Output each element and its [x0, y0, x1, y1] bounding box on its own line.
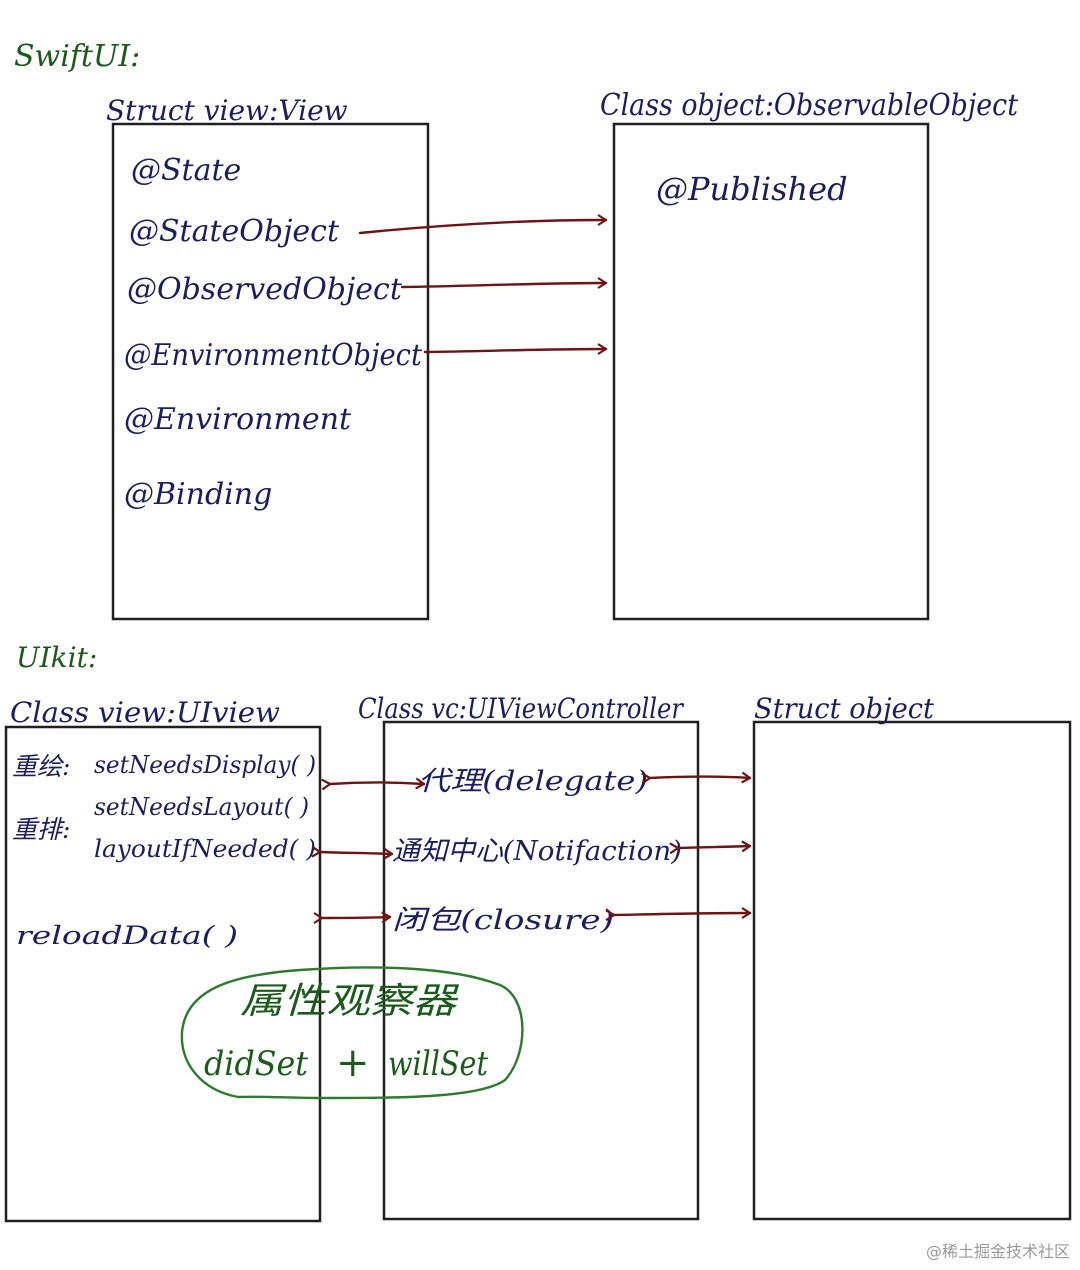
arrow-view-vc-notification — [320, 852, 394, 854]
property-observer-didset: didSet — [204, 1044, 308, 1084]
swiftui-object-title: Class object:ObservableObject — [600, 88, 1019, 123]
swiftui-view-title: Struct view:View — [106, 94, 348, 127]
swiftui-view-item-stateobject: @StateObject — [129, 214, 340, 249]
swiftui-view-item-observedobject: @ObservedObject — [127, 272, 403, 307]
uikit-redraw-label: 重绘: — [12, 752, 70, 781]
swiftui-view-item-binding: @Binding — [124, 477, 272, 512]
swiftui-view-item-environmentobject: @EnvironmentObject — [124, 338, 423, 373]
arrow-vc-object-delegate — [650, 777, 752, 779]
uikit-view-title: Class view:UIview — [10, 696, 280, 729]
uikit-vc-item-delegate: 代理(delegate) — [418, 766, 648, 797]
arrow-view-vc-delegate — [330, 783, 426, 785]
uikit-vc-box — [382, 720, 700, 1221]
arrow-observedobject-to-object — [400, 283, 608, 287]
uikit-redraw-method: setNeedsDisplay( ) — [94, 751, 316, 779]
swiftui-view-item-state: @State — [131, 153, 241, 188]
swiftui-object-box — [612, 122, 930, 621]
swiftui-object-item-published: @Published — [656, 170, 848, 208]
uikit-reload-data: reloadData( ) — [16, 921, 238, 950]
property-observer-plus: + — [336, 1040, 370, 1086]
arrow-vc-object-closure — [614, 913, 752, 915]
swiftui-view-box — [111, 122, 430, 621]
uikit-object-title: Struct object — [754, 692, 935, 725]
uikit-object-box — [752, 720, 1072, 1221]
property-observer-title: 属性观察器 — [240, 981, 460, 1022]
uikit-relayout-method-2: layoutIfNeeded( ) — [94, 835, 316, 863]
arrow-stateobject-to-object — [358, 220, 608, 235]
uikit-view-box — [4, 725, 322, 1223]
arrow-vc-object-notification — [678, 846, 752, 848]
uikit-vc-title: Class vc:UIViewController — [358, 692, 684, 725]
arrow-environmentobject-to-object — [423, 349, 608, 352]
swiftui-view-item-environment: @Environment — [124, 402, 352, 437]
uikit-relayout-method-1: setNeedsLayout( ) — [94, 793, 309, 821]
property-observer-willset: willSet — [388, 1044, 488, 1084]
uikit-relayout-label: 重排: — [12, 815, 70, 844]
watermark: @稀土掘金技术社区 — [925, 1242, 1070, 1261]
uikit-section-label: UIkit: — [16, 641, 97, 674]
uikit-vc-item-notification: 通知中心(Notifaction) — [392, 836, 682, 867]
property-observer-ellipse — [180, 966, 524, 1100]
swiftui-section-label: SwiftUI: — [14, 39, 140, 74]
uikit-vc-item-closure: 闭包(closure) — [392, 905, 614, 936]
arrow-view-vc-closure — [322, 917, 392, 918]
